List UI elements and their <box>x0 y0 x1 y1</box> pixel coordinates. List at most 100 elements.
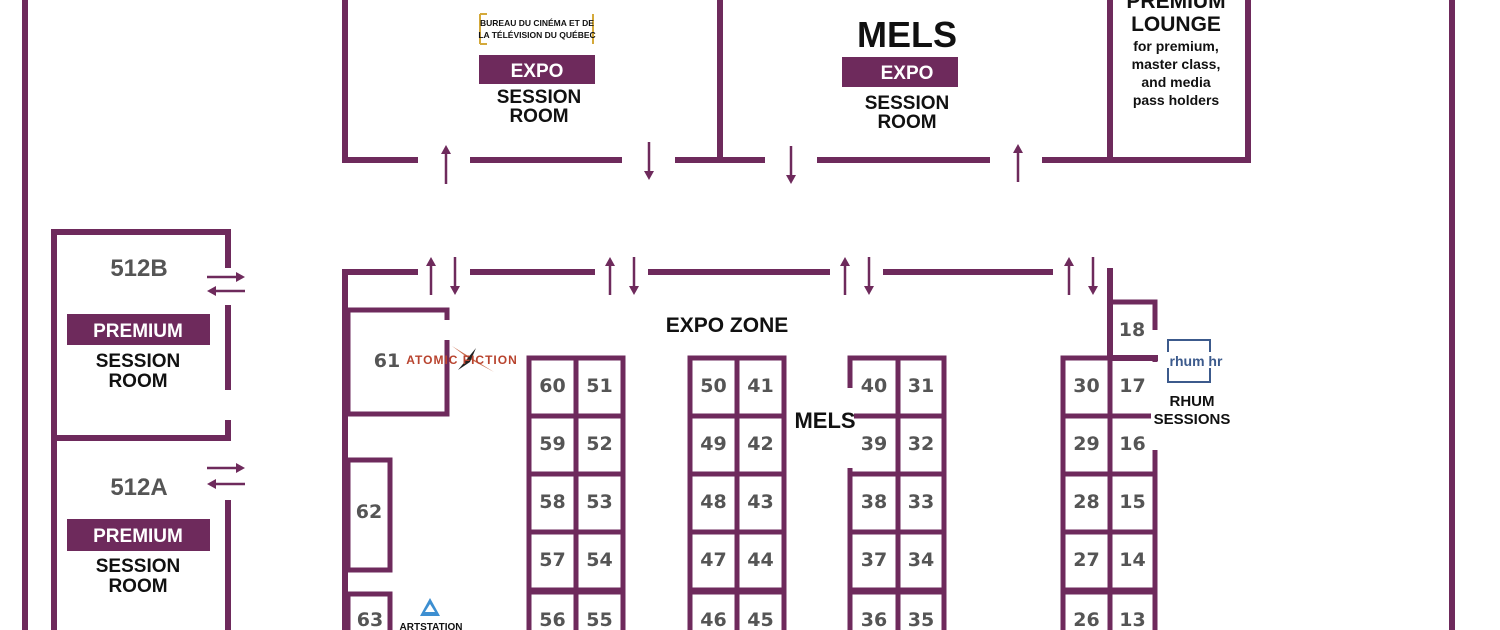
booth-51[interactable]: 51 <box>573 355 626 419</box>
booth-29[interactable]: 29 <box>1060 413 1113 477</box>
booth-41[interactable]: 41 <box>734 355 787 419</box>
booth-58-number: 58 <box>539 491 565 513</box>
booth-15-number: 15 <box>1119 491 1145 513</box>
booth-57-number: 57 <box>539 549 565 571</box>
booth-57[interactable]: 57 <box>526 529 579 593</box>
down-arrow-icon <box>1088 257 1098 295</box>
booth-26[interactable]: 26 <box>1060 589 1113 630</box>
booth-59[interactable]: 59 <box>526 413 579 477</box>
bureau-expo-badge-label: EXPO <box>511 61 564 82</box>
booth-62[interactable]: 62 <box>345 457 393 573</box>
booth-30[interactable]: 30 <box>1060 355 1113 419</box>
room-512b[interactable] <box>51 229 231 441</box>
booth-45-box <box>734 589 787 630</box>
lounge-desc4: pass holders <box>1133 92 1220 108</box>
booth-35-number: 35 <box>908 609 934 630</box>
booth-27[interactable]: 27 <box>1060 529 1113 593</box>
booth-39-number: 39 <box>861 433 887 455</box>
down-arrow-icon <box>644 142 654 180</box>
booth-33[interactable]: 33 <box>895 471 947 535</box>
booth-16[interactable]: 16 <box>1107 413 1158 477</box>
booth-31[interactable]: 31 <box>895 355 947 419</box>
booth-49[interactable]: 49 <box>687 413 740 477</box>
atomic-fiction-logo: ATOMIC FICTION <box>406 346 517 372</box>
booth-13-number: 13 <box>1119 609 1145 630</box>
booth-60[interactable]: 60 <box>526 355 579 419</box>
booth-48[interactable]: 48 <box>687 471 740 535</box>
booth-38[interactable]: 38 <box>847 471 901 535</box>
booth-38-number: 38 <box>861 491 887 513</box>
booth-18[interactable]: 18 <box>1110 299 1158 341</box>
down-arrow-icon <box>786 146 796 184</box>
booth-39[interactable]: 39 <box>847 413 901 477</box>
booth-26-number: 26 <box>1073 609 1099 630</box>
booth-54[interactable]: 54 <box>573 529 626 593</box>
booth-50[interactable]: 50 <box>687 355 740 419</box>
rhum-logo-label: rhum hr <box>1170 353 1223 369</box>
booth-34[interactable]: 34 <box>895 529 947 593</box>
bureau-room-line2: ROOM <box>509 106 568 127</box>
bureau-room-line1: SESSION <box>497 87 581 108</box>
booth-61[interactable]: 61 <box>345 307 450 417</box>
booth-52[interactable]: 52 <box>573 413 626 477</box>
lounge-desc1: for premium, <box>1133 38 1219 54</box>
mels-expo-badge <box>842 57 958 87</box>
bureau-logo: BUREAU DU CINÉMA ET DE LA TÉLÉVISION DU … <box>478 13 596 45</box>
booth-44-number: 44 <box>747 549 773 571</box>
booth-14[interactable]: 14 <box>1107 529 1158 593</box>
booth-46[interactable]: 46 <box>687 589 740 630</box>
room-512a[interactable] <box>51 438 231 630</box>
booth-63[interactable]: 63 <box>345 591 393 630</box>
booth-40-box <box>847 355 901 419</box>
booth-37[interactable]: 37 <box>847 529 901 593</box>
room-512a-line2: ROOM <box>108 576 167 597</box>
booth-13[interactable]: 13 <box>1107 589 1158 630</box>
booth-53[interactable]: 53 <box>573 471 626 535</box>
booth-28[interactable]: 28 <box>1060 471 1113 535</box>
booth-16-number: 16 <box>1119 433 1145 455</box>
bureau-logo-line2: LA TÉLÉVISION DU QUÉBEC <box>478 30 595 40</box>
booth-35[interactable]: 35 <box>895 589 947 630</box>
left-arrow-icon <box>207 479 245 489</box>
booth-17[interactable]: 17 <box>1107 355 1158 419</box>
booth-32[interactable]: 32 <box>895 413 947 477</box>
bureau-logo-line1: BUREAU DU CINÉMA ET DE <box>480 18 594 28</box>
booth-44-box <box>734 529 787 593</box>
booth-29-number: 29 <box>1073 433 1099 455</box>
lounge-title1: PREMIUM <box>1126 0 1225 13</box>
rhum-line1: RHUM <box>1170 393 1215 410</box>
booth-17-number: 17 <box>1119 375 1145 397</box>
booth-44[interactable]: 44 <box>734 529 787 593</box>
booth-61-number: 61 <box>374 350 400 372</box>
left-arrow-icon <box>207 286 245 296</box>
booth-62-number: 62 <box>356 501 382 523</box>
booth-43[interactable]: 43 <box>734 471 787 535</box>
premium-lounge-room[interactable] <box>1107 0 1251 163</box>
room-512b-line1: SESSION <box>96 351 180 372</box>
lounge-desc2: master class, <box>1132 56 1221 72</box>
right-arrow-icon <box>207 272 245 282</box>
booth-18-number: 18 <box>1119 319 1145 341</box>
booth-47[interactable]: 47 <box>687 529 740 593</box>
lounge-title2: LOUNGE <box>1131 13 1221 36</box>
booth-36[interactable]: 36 <box>847 589 901 630</box>
booth-15[interactable]: 15 <box>1107 471 1158 535</box>
room-512a-badge <box>67 519 210 551</box>
booth-45[interactable]: 45 <box>734 589 787 630</box>
booth-46-number: 46 <box>700 609 726 630</box>
booth-55-box <box>573 589 626 630</box>
booth-53-number: 53 <box>586 491 612 513</box>
room-512b-badge <box>67 314 210 345</box>
booth-58[interactable]: 58 <box>526 471 579 535</box>
booth-55[interactable]: 55 <box>573 589 626 630</box>
booth-42[interactable]: 42 <box>734 413 787 477</box>
booth-37-number: 37 <box>861 549 887 571</box>
booth-41-number: 41 <box>747 375 773 397</box>
booth-40[interactable]: 40 <box>847 355 901 419</box>
rhum-wall-gap <box>1151 362 1159 450</box>
up-arrow-icon <box>441 145 451 184</box>
booth-56[interactable]: 56 <box>526 589 579 630</box>
room-512a-line1: SESSION <box>96 556 180 577</box>
booth-51-box <box>573 355 626 419</box>
